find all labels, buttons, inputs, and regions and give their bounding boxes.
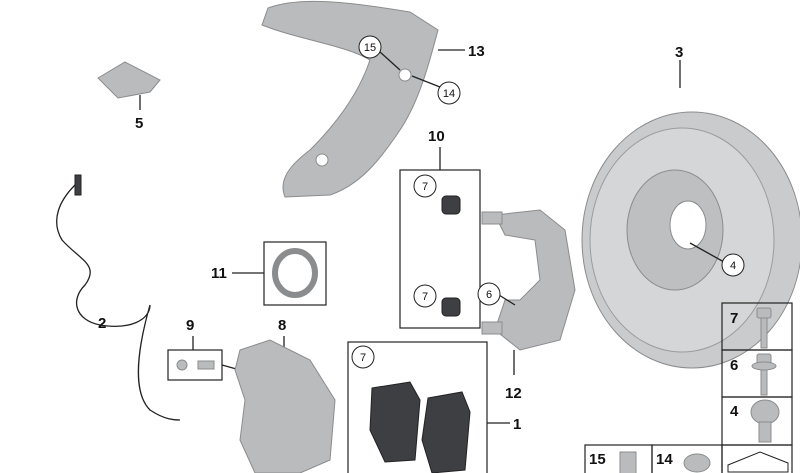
brake-disc[interactable] (581, 111, 800, 369)
box-10 (399, 169, 481, 329)
grid-label-4: 4 (730, 403, 739, 420)
circle-label-7-upper: 7 (422, 181, 428, 193)
hardware-grid (584, 302, 793, 473)
part-5[interactable] (97, 61, 161, 99)
seal-ring[interactable] (272, 248, 318, 298)
leader-line-15 (379, 51, 401, 71)
circle-label-14: 14 (443, 88, 455, 100)
callout-11: 11 (211, 265, 227, 282)
bolt-6-flange (751, 361, 777, 371)
callout-10: 10 (428, 128, 445, 145)
circle-label-7-pads: 7 (360, 352, 366, 364)
tool-icon[interactable] (727, 451, 789, 473)
callout-13: 13 (468, 43, 485, 60)
caliper-carrier[interactable] (481, 209, 576, 351)
brake-pad-inner[interactable] (369, 381, 421, 463)
bolt-7-icon[interactable] (756, 307, 772, 319)
box-1 (347, 341, 488, 473)
bleeder-cap[interactable] (176, 359, 188, 371)
grid-label-15: 15 (589, 451, 606, 468)
callout-12: 12 (505, 385, 522, 402)
brake-shield[interactable] (261, 0, 439, 198)
callout-5: 5 (135, 115, 143, 132)
bushing-upper[interactable] (441, 195, 461, 215)
sensor-wire[interactable] (56, 184, 181, 421)
grid-label-14: 14 (656, 451, 673, 468)
brake-caliper[interactable] (234, 339, 336, 473)
screw-4-icon[interactable] (750, 399, 780, 425)
circle-4 (721, 253, 745, 277)
thread-insert-15-icon[interactable] (619, 451, 637, 473)
sensor-head (74, 174, 82, 196)
leader-line-4 (689, 242, 725, 263)
screw-4-shank (758, 421, 772, 443)
circle-label-15: 15 (364, 42, 376, 54)
grid-label-6: 6 (730, 357, 738, 374)
callout-1: 1 (513, 416, 521, 433)
circle-7-pads (351, 345, 375, 369)
circle-label-4: 4 (730, 260, 736, 272)
circle-14 (437, 81, 461, 105)
circle-7-lower (413, 284, 437, 308)
nut-14-icon[interactable] (683, 453, 711, 473)
bleeder-valve[interactable] (197, 360, 215, 370)
circle-6 (477, 282, 501, 306)
brake-pad-outer[interactable] (421, 391, 471, 473)
grid-label-7: 7 (730, 310, 738, 327)
circle-label-6: 6 (486, 289, 492, 301)
circle-15 (358, 35, 382, 59)
callout-8: 8 (278, 317, 286, 334)
box-11 (263, 241, 327, 306)
callout-3: 3 (675, 44, 683, 61)
bolt-6-shank (760, 369, 768, 396)
callout-9: 9 (186, 317, 194, 334)
circle-7-upper (413, 174, 437, 198)
bushing-lower[interactable] (441, 297, 461, 317)
bolt-7-shank (760, 317, 768, 349)
leader-line-6 (498, 294, 516, 306)
leader-line-14 (411, 75, 441, 88)
circle-label-7-lower: 7 (422, 291, 428, 303)
callout-2: 2 (98, 315, 106, 332)
